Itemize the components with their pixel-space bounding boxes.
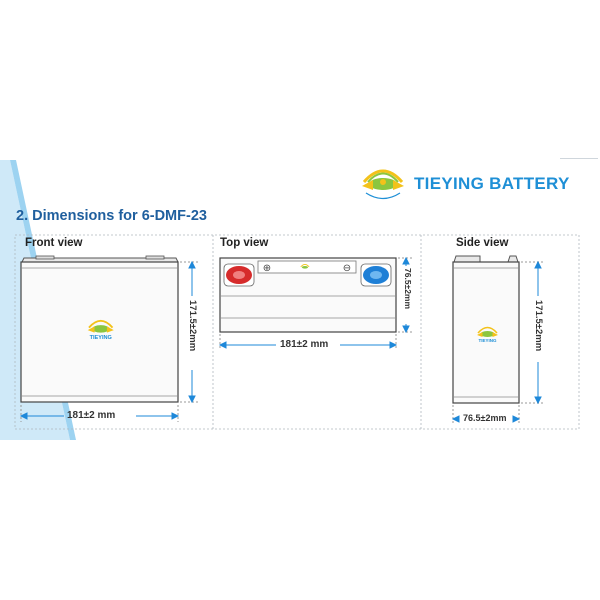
views-table-frame — [14, 234, 580, 430]
brand-name: TIEYING BATTERY — [414, 174, 570, 193]
top-depth-dimension — [398, 256, 412, 334]
brand-logo — [356, 160, 410, 204]
top-width-dimension — [218, 334, 398, 350]
section-title: 2. Dimensions for 6-DMF-23 — [16, 208, 207, 224]
positive-symbol: ⊕ — [263, 263, 271, 274]
front-view-logo-icon: TIEYING — [87, 319, 114, 341]
front-width-label: 181±2 mm — [67, 410, 116, 421]
negative-symbol: ⊖ — [343, 263, 351, 274]
side-height-dimension — [521, 260, 544, 405]
side-view-battery — [452, 255, 520, 404]
top-width-label: 181±2 mm — [280, 339, 329, 350]
section-number: 2. — [16, 208, 29, 224]
section-heading: Dimensions for 6-DMF-23 — [32, 208, 207, 224]
front-height-label: 171.5±2mm — [187, 300, 198, 352]
front-width-dimension — [19, 405, 180, 422]
top-view-label: Top view — [220, 237, 269, 249]
top-depth-label: 76.5±2mm — [403, 268, 413, 310]
side-depth-label: 76.5±2mm — [463, 413, 507, 423]
side-view-logo-icon: TIEYING — [477, 326, 498, 343]
header-rule — [560, 158, 598, 159]
top-view-logo-icon — [300, 263, 310, 269]
side-view-label: Side view — [456, 237, 509, 249]
tieying-logo-icon — [362, 169, 404, 200]
side-logo-text: TIEYING — [478, 338, 497, 343]
front-view-label: Front view — [25, 237, 83, 249]
side-height-label: 171.5±2mm — [533, 300, 544, 352]
top-view-battery: ⊕ ⊖ — [219, 257, 397, 333]
side-depth-dimension — [451, 405, 521, 424]
front-logo-text: TIEYING — [90, 335, 112, 341]
front-height-dimension — [180, 260, 198, 404]
